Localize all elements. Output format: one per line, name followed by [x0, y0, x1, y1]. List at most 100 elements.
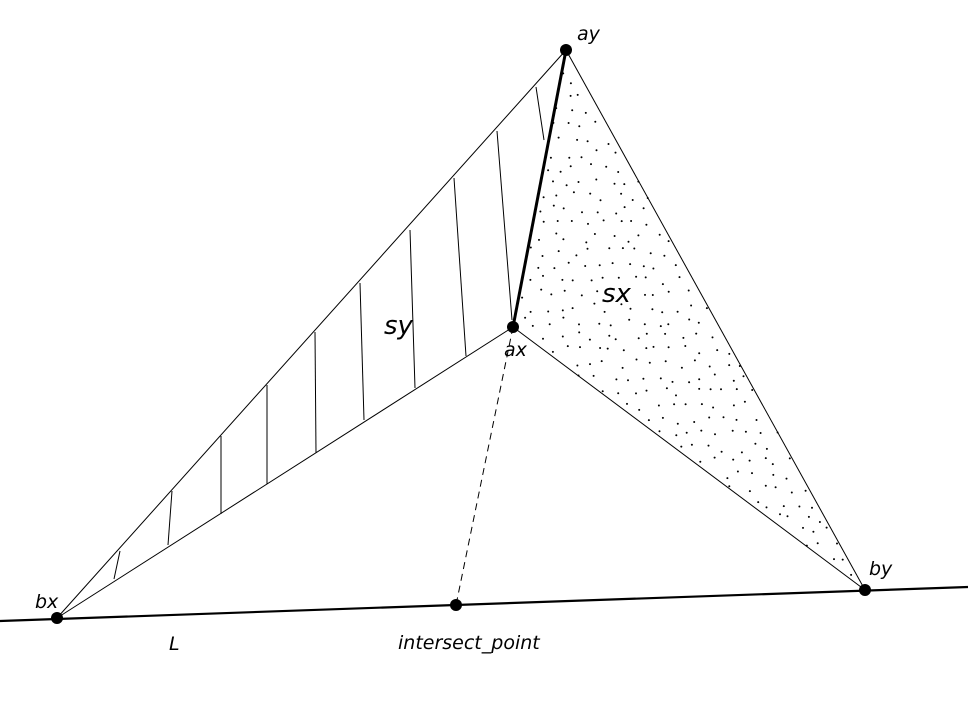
stipple-dot	[588, 338, 591, 341]
stipple-dot	[687, 289, 690, 292]
stipple-dot	[722, 416, 725, 419]
stipple-dot	[757, 501, 760, 504]
stipple-dot	[605, 165, 608, 168]
stipple-dot	[726, 477, 729, 480]
stipple-dot	[578, 323, 580, 326]
stipple-dot	[596, 290, 599, 293]
stipple-dot	[622, 294, 625, 297]
stipple-dot	[676, 422, 679, 425]
stipple-dot	[561, 309, 564, 312]
stipple-dot	[671, 380, 674, 383]
stipple-dot	[720, 450, 723, 453]
stipple-dot	[561, 335, 564, 338]
edge-bx-ay	[56, 49, 567, 619]
stipple-dot	[571, 279, 574, 282]
stipple-dot	[576, 364, 579, 367]
stipple-dot	[617, 392, 620, 395]
stipple-dot	[538, 238, 540, 241]
stipple-dot	[665, 387, 668, 390]
sx-stipple	[521, 72, 853, 576]
stipple-dot	[667, 240, 670, 243]
stipple-dot	[557, 136, 560, 139]
stipple-dot	[732, 379, 735, 382]
stipple-dot	[521, 296, 524, 299]
stipple-dot	[788, 457, 791, 460]
stipple-dot	[601, 390, 604, 393]
stipple-dot	[569, 165, 572, 168]
stipple-dot	[623, 206, 626, 209]
stipple-dot	[628, 318, 631, 321]
stipple-dot	[555, 107, 558, 110]
stipple-dot	[782, 505, 785, 508]
stipple-dot	[728, 352, 731, 355]
stipple-dot	[776, 431, 779, 434]
stipple-dot	[620, 220, 623, 223]
stipple-dot	[802, 526, 804, 529]
stipple-dot	[561, 278, 564, 281]
stipple-dot	[587, 222, 589, 225]
stipple-dot	[713, 373, 716, 376]
stipple-dot	[556, 220, 559, 222]
stipple-dot	[529, 278, 532, 281]
stipple-dot	[680, 366, 683, 369]
stipple-dot	[713, 456, 716, 459]
stipple-dot	[638, 408, 641, 411]
stipple-dot	[645, 223, 648, 226]
stipple-dot	[675, 434, 678, 437]
stipple-dot	[646, 197, 649, 199]
stipple-dot	[620, 192, 623, 195]
stipple-dot	[688, 318, 691, 321]
stipple-dot	[637, 180, 640, 183]
stipple-dot	[620, 303, 623, 306]
stipple-dot	[635, 392, 637, 395]
stipple-dot	[748, 459, 751, 462]
stipple-dot	[740, 451, 743, 454]
stipple-dot	[569, 82, 572, 85]
stipple-dot	[571, 307, 574, 310]
stipple-dot	[657, 404, 660, 407]
stipple-dot	[557, 250, 560, 253]
stipple-dot	[629, 263, 632, 266]
stipple-dot	[642, 265, 645, 268]
stipple-dot	[598, 322, 601, 325]
edge-ay-by	[565, 49, 866, 591]
sy-hatching	[113, 86, 545, 580]
stipple-dot	[728, 364, 731, 367]
stipple-dot	[748, 490, 751, 493]
stipple-dot	[705, 307, 708, 310]
line-L	[0, 585, 968, 623]
stipple-dot	[731, 429, 734, 432]
stipple-dot	[765, 506, 768, 509]
stipple-dot	[541, 255, 544, 257]
stipple-dot	[798, 505, 801, 508]
stipple-dot	[684, 345, 687, 347]
stipple-dot	[633, 247, 636, 250]
stipple-dot	[552, 121, 555, 124]
stipple-dot	[631, 199, 634, 201]
stipple-dot	[647, 419, 650, 422]
label-by: by	[869, 558, 893, 580]
stipple-dot	[596, 211, 599, 214]
stipple-dot	[785, 477, 788, 480]
stipple-dot	[617, 171, 620, 173]
stipple-dot	[751, 472, 753, 475]
stipple-dot	[707, 444, 710, 447]
stipple-dot	[614, 338, 617, 341]
stipple-dot	[735, 418, 738, 421]
stipple-dot	[594, 120, 597, 123]
stipple-dot	[711, 336, 714, 339]
stipple-dot	[568, 156, 571, 159]
stipple-dot	[698, 378, 701, 381]
stipple-dot	[690, 304, 693, 307]
stipple-dot	[811, 506, 813, 509]
stipple-dot	[635, 275, 638, 278]
stipple-dot	[771, 463, 774, 466]
stipple-dot	[661, 416, 664, 419]
stipple-dot	[578, 125, 581, 128]
label-region-sy: sy	[384, 311, 414, 341]
stipple-dot	[698, 352, 701, 355]
stipple-dot	[841, 558, 844, 561]
stipple-dot	[577, 374, 580, 377]
stipple-dot	[606, 347, 609, 350]
stipple-dot	[738, 365, 741, 367]
